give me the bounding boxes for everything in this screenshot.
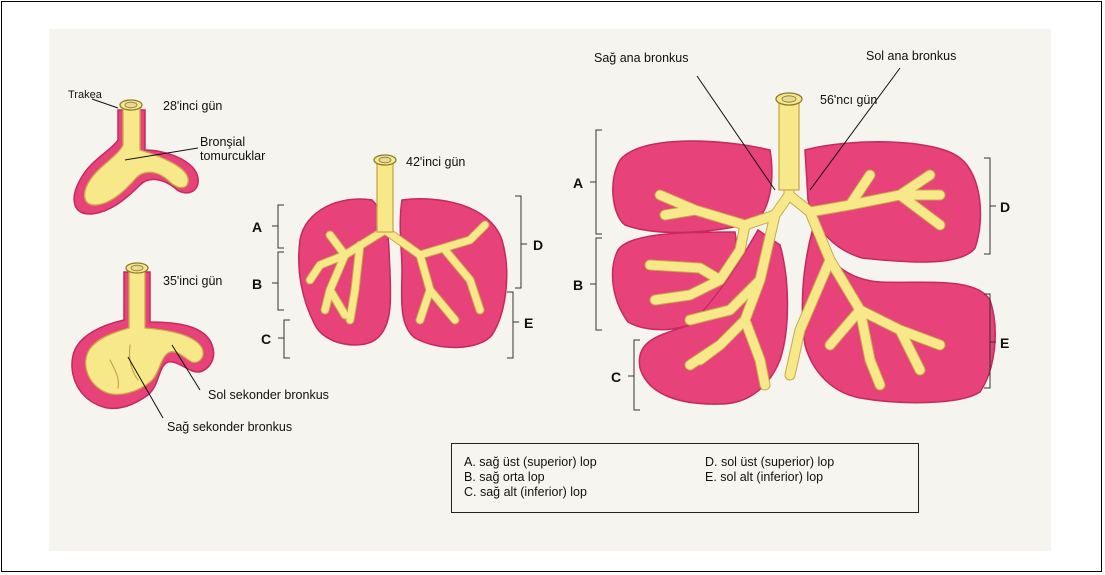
bronchial-buds-label-2: tomurcuklar [200, 149, 265, 163]
stage42-letter-d: D [533, 237, 543, 253]
stage-56-day [590, 68, 996, 410]
lobe-legend: A. sağ üst (superior) lop B. sağ orta lo… [451, 443, 919, 513]
left-secondary-bronchus-label: Sol sekonder bronkus [208, 388, 329, 402]
legend-item-c: C. sağ alt (inferior) lop [464, 485, 597, 500]
bronchial-buds-label-1: Bronşial [200, 135, 245, 149]
stage56-letter-b: B [573, 277, 583, 293]
stage42-letter-b: B [252, 276, 262, 292]
legend-item-a: A. sağ üst (superior) lop [464, 455, 597, 470]
stage42-letter-a: A [252, 219, 262, 235]
day-35-label: 35'inci gün [163, 274, 222, 288]
stage56-letter-d: D [1000, 199, 1010, 215]
stage-28-day [74, 99, 198, 214]
right-main-bronchus-label: Sağ ana bronkus [594, 51, 689, 65]
stage-42-day [272, 155, 527, 358]
legend-item-e: E. sol alt (inferior) lop [705, 470, 834, 485]
stage56-letter-a: A [573, 175, 583, 191]
stage42-letter-e: E [524, 315, 533, 331]
legend-item-b: B. sağ orta lop [464, 470, 597, 485]
stage42-letter-c: C [261, 331, 271, 347]
legend-right-column: A. sağ üst (superior) lop B. sağ orta lo… [464, 455, 597, 500]
stage56-letter-c: C [611, 369, 621, 385]
trachea-label: Trakea [68, 89, 103, 101]
left-main-bronchus-label: Sol ana bronkus [866, 49, 956, 63]
day-42-label: 42'inci gün [406, 155, 465, 169]
day-56-label: 56'ncı gün [820, 93, 877, 107]
stage56-letter-e: E [1000, 335, 1009, 351]
legend-item-d: D. sol üst (superior) lop [705, 455, 834, 470]
right-secondary-bronchus-label: Sağ sekonder bronkus [167, 420, 292, 434]
legend-left-column: D. sol üst (superior) lop E. sol alt (in… [705, 455, 834, 485]
day-28-label: 28'inci gün [163, 99, 222, 113]
